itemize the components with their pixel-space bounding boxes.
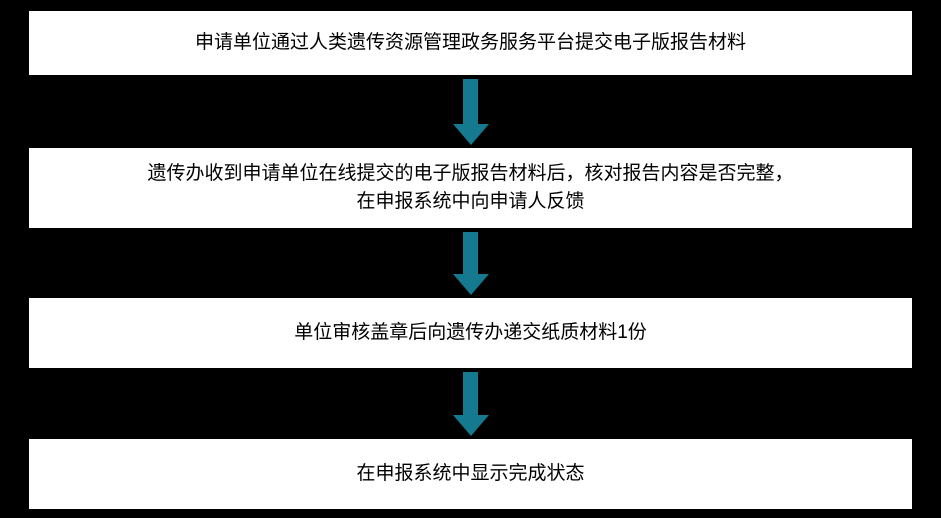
arrow-head [452, 124, 489, 145]
flow-step-submit-electronic-report: 申请单位通过人类遗传资源管理政务服务平台提交电子版报告材料 [28, 10, 913, 76]
arrow-head [452, 415, 489, 436]
down-arrow-icon [452, 369, 489, 438]
down-arrow-icon [452, 76, 489, 147]
flow-step-submit-paper-copy: 单位审核盖章后向遗传办递交纸质材料1份 [28, 297, 913, 369]
arrow-head [452, 274, 489, 295]
arrow-shaft [463, 232, 478, 274]
arrow-shaft [463, 372, 478, 415]
down-arrow-icon [452, 229, 489, 297]
arrow-shaft [463, 79, 478, 124]
flow-step-system-shows-complete: 在申报系统中显示完成状态 [28, 438, 913, 510]
flow-step-office-review-feedback: 遗传办收到申请单位在线提交的电子版报告材料后，核对报告内容是否完整， 在申报系统… [28, 147, 913, 229]
